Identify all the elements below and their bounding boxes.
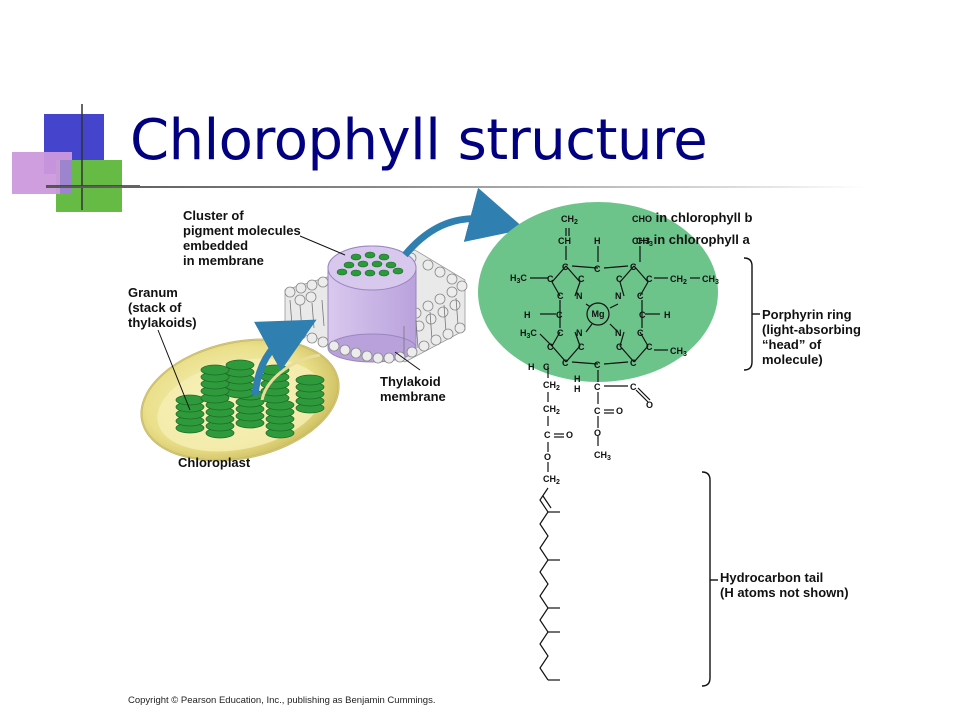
cluster-label-line: in membrane xyxy=(183,253,264,268)
svg-text:C: C xyxy=(562,358,569,368)
chlorophyll-a-note: CH3 in chlorophyll a xyxy=(632,232,750,249)
svg-text:CH2: CH2 xyxy=(543,380,560,392)
cho-group: CHO xyxy=(632,214,652,224)
cluster-pointer xyxy=(299,235,346,256)
ch3-group: CH3 xyxy=(632,236,651,246)
svg-text:O: O xyxy=(646,400,653,410)
thylakoid-label-line: membrane xyxy=(380,389,446,404)
svg-text:C: C xyxy=(578,274,585,284)
porphyrin-label-line: molecule) xyxy=(762,352,823,367)
svg-text:CH3: CH3 xyxy=(636,236,653,248)
porphyrin-label-title: Porphyrin ring xyxy=(762,307,852,322)
svg-text:H: H xyxy=(574,374,581,384)
svg-text:H: H xyxy=(594,236,601,246)
svg-text:C: C xyxy=(578,342,585,352)
granum-label-line: (stack of xyxy=(128,300,182,315)
cluster-label-line: embedded xyxy=(183,238,249,253)
svg-text:H3C: H3C xyxy=(510,273,527,285)
granum-label-line: Granum xyxy=(128,285,178,300)
svg-text:CH3: CH3 xyxy=(702,274,719,286)
svg-text:H: H xyxy=(528,362,535,372)
tail-label-line: (H atoms not shown) xyxy=(720,585,849,600)
svg-text:C: C xyxy=(594,360,601,370)
svg-text:C: C xyxy=(557,291,564,301)
svg-text:N: N xyxy=(576,291,583,301)
chlorophyll-a-text: in chlorophyll a xyxy=(653,232,750,247)
tail-label: Hydrocarbon tail (H atoms not shown) xyxy=(720,570,849,600)
svg-text:CH2: CH2 xyxy=(543,474,560,486)
chlorophyll-b-note: CHO in chlorophyll b xyxy=(632,210,752,227)
svg-text:C: C xyxy=(547,274,554,284)
svg-text:CH2: CH2 xyxy=(561,214,578,226)
porphyrin-label-line: “head” of xyxy=(762,337,822,352)
porphyrin-bracket xyxy=(743,257,753,371)
cluster-label-line: pigment molecules xyxy=(183,223,301,238)
svg-text:H3C: H3C xyxy=(520,328,537,340)
svg-text:C: C xyxy=(616,274,623,284)
svg-text:H: H xyxy=(524,310,531,320)
svg-text:C: C xyxy=(543,362,550,372)
svg-text:C: C xyxy=(594,406,601,416)
thylakoid-membrane-illustration xyxy=(284,245,468,364)
porphyrin-bonds xyxy=(530,228,700,472)
thylakoid-label: Thylakoid membrane xyxy=(380,374,446,404)
svg-text:C: C xyxy=(630,382,637,392)
svg-text:C: C xyxy=(556,310,563,320)
zoom-arrow-chloroplast xyxy=(251,319,317,396)
svg-text:O: O xyxy=(544,452,551,462)
svg-text:O: O xyxy=(616,406,623,416)
svg-text:N: N xyxy=(615,291,622,301)
cluster-label-line: Cluster of xyxy=(183,208,244,223)
svg-text:C: C xyxy=(630,262,637,272)
tail-bracket xyxy=(701,471,711,687)
svg-text:CH3: CH3 xyxy=(594,450,611,462)
svg-text:C: C xyxy=(547,342,554,352)
svg-text:C: C xyxy=(637,328,644,338)
thylakoid-pointer xyxy=(394,351,421,371)
svg-text:C: C xyxy=(557,328,564,338)
tail-methyl-branches xyxy=(548,511,560,681)
svg-text:C: C xyxy=(646,342,653,352)
zoom-arrow-thylakoid xyxy=(402,187,526,258)
svg-text:C: C xyxy=(637,291,644,301)
granum-label: Granum (stack of thylakoids) xyxy=(128,285,197,330)
svg-text:C: C xyxy=(630,358,637,368)
granum-pointer xyxy=(157,329,191,411)
svg-text:O: O xyxy=(566,430,573,440)
svg-text:CH3: CH3 xyxy=(670,346,687,358)
mg-label: Mg xyxy=(592,309,605,319)
cluster-label: Cluster of pigment molecules embedded in… xyxy=(183,208,301,268)
svg-text:CH2: CH2 xyxy=(543,404,560,416)
porphyrin-label: Porphyrin ring (light-absorbing “head” o… xyxy=(762,307,861,367)
chloroplast-label: Chloroplast xyxy=(178,455,251,470)
svg-text:H: H xyxy=(574,384,581,394)
svg-text:C: C xyxy=(594,264,601,274)
svg-text:C: C xyxy=(562,262,569,272)
svg-text:C: C xyxy=(616,342,623,352)
svg-text:CH: CH xyxy=(558,236,571,246)
svg-text:H: H xyxy=(664,310,671,320)
tail-label-title: Hydrocarbon tail xyxy=(720,570,824,585)
svg-text:N: N xyxy=(576,328,583,338)
svg-text:C: C xyxy=(594,382,601,392)
svg-text:C: C xyxy=(544,430,551,440)
title-rule xyxy=(46,186,866,188)
porphyrin-ring-highlight xyxy=(478,202,718,382)
svg-text:C: C xyxy=(646,274,653,284)
chlorophyll-b-text: in chlorophyll b xyxy=(655,210,753,225)
mg-atom xyxy=(586,302,610,326)
thylakoid-label-line: Thylakoid xyxy=(380,374,441,389)
svg-text:C: C xyxy=(639,310,646,320)
hydrocarbon-tail xyxy=(539,487,549,681)
svg-text:O: O xyxy=(594,428,601,438)
slide-title: Chlorophyll structure xyxy=(130,108,708,173)
svg-text:CH2: CH2 xyxy=(670,274,687,286)
svg-text:N: N xyxy=(615,328,622,338)
porphyrin-label-line: (light-absorbing xyxy=(762,322,861,337)
granum-label-line: thylakoids) xyxy=(128,315,197,330)
copyright-notice: Copyright © Pearson Education, Inc., pub… xyxy=(128,695,436,706)
